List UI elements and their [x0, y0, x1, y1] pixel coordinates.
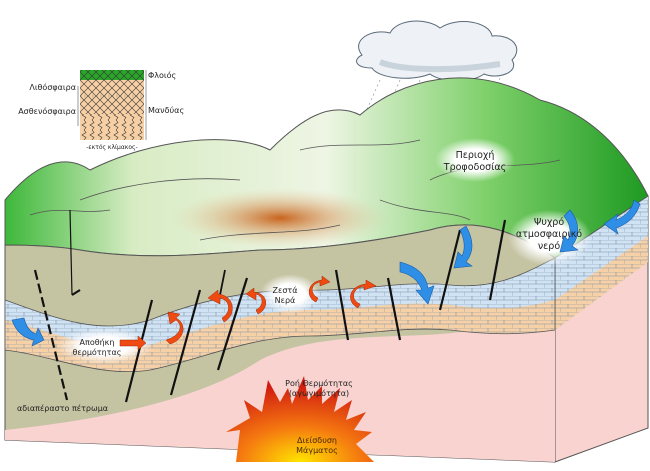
magma-label-1: Διείσδυση — [297, 436, 337, 445]
heat-flow-label-1: Ροή Θερμότητας — [285, 378, 353, 388]
magma-intrusion — [226, 376, 374, 462]
hot-water-arrows — [119, 275, 377, 351]
asthenosphere-label: Ασθενόσφαιρα — [18, 106, 76, 116]
hot-arrow-icon — [119, 335, 147, 351]
scale-note: -εκτός κλίμακος- — [86, 144, 137, 151]
orange-hot-area — [170, 188, 390, 248]
cold-arrow-icon — [453, 225, 473, 269]
recharge-area-label-2: Τροφοδοσίας — [443, 162, 506, 173]
fault-lines — [33, 209, 507, 403]
cold-water-arrows — [11, 199, 641, 347]
impermeable-rock-label: αδιαπέραστο πέτρωμα — [17, 403, 108, 413]
cold-arrow-icon — [603, 199, 641, 235]
cold-water-label-3: νερό — [538, 241, 560, 252]
hot-water-label-1: Ζεστά — [273, 286, 298, 295]
hot-water-label-2: Νερά — [275, 296, 296, 305]
recharge-area-label-1: Περιοχή — [456, 150, 495, 161]
cold-arrow-icon — [559, 209, 579, 253]
hot-arrow-icon — [350, 279, 377, 309]
magma-label-2: Μάγματος — [296, 446, 338, 455]
hot-arrow-icon — [309, 275, 331, 303]
lithosphere-label: Λιθόσφαιρα — [29, 82, 76, 92]
cloud — [356, 20, 518, 82]
layer-legend: Φλοιός Λιθόσφαιρα Ασθενόσφαιρα Μανδύας -… — [18, 70, 184, 151]
heat-storage-label-2: θερμότητας — [73, 347, 122, 357]
mantle-label: Μανδύας — [148, 105, 184, 115]
cold-water-label-2: ατμοσφαιρικό — [516, 229, 582, 240]
heat-conducting-rock-layer — [5, 320, 555, 462]
heat-flow-label-2: (αγωγιμότητα) — [289, 388, 349, 398]
hot-arrow-icon — [245, 287, 266, 315]
crust-label: Φλοιός — [148, 70, 176, 80]
cold-water-label-1: Ψυχρό — [534, 217, 564, 228]
cold-arrow-icon — [399, 261, 435, 305]
cold-arrow-icon — [11, 317, 45, 347]
hot-arrow-icon — [207, 289, 233, 323]
heat-storage-label-1: Αποθήκη — [80, 338, 115, 347]
hot-arrow-icon — [165, 311, 184, 345]
